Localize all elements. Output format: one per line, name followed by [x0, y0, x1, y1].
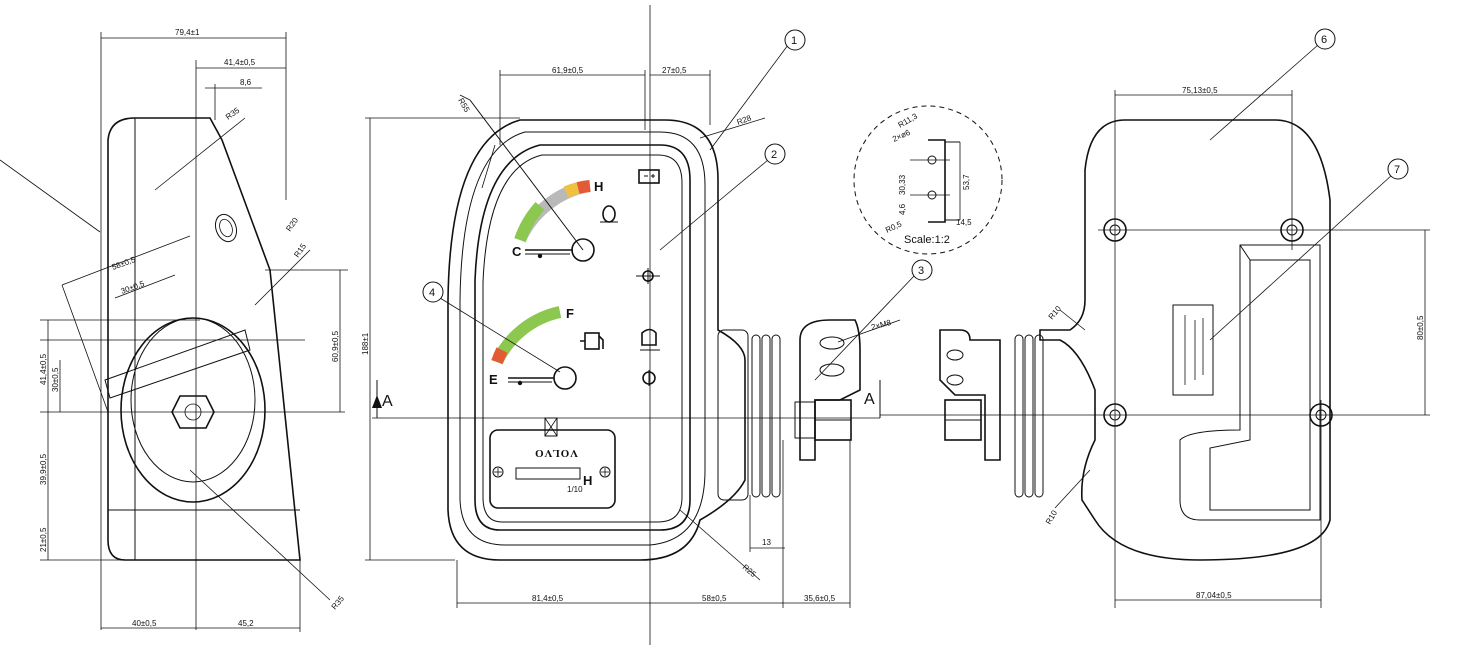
fuel-pump-icon	[580, 332, 604, 350]
callout-7: 7	[1394, 164, 1400, 176]
front-view: H C F E	[361, 5, 901, 645]
section-a-right: A	[864, 391, 875, 408]
dim-top-61: 61,9±0,5	[552, 66, 584, 75]
callout-6: 6	[1321, 34, 1327, 46]
fuel-empty-label: E	[489, 372, 498, 387]
detail-r11: R11,3	[897, 111, 920, 129]
dim-bottom-40: 40±0,5	[132, 619, 157, 628]
dim-bottom-58: 58±0,5	[702, 594, 727, 603]
radius-r10-bottom: R10	[1044, 508, 1059, 526]
coolant-icon	[600, 205, 618, 223]
hour-meter-h: H	[583, 473, 592, 488]
product-label	[1172, 304, 1214, 396]
hour-meter-fraction: 1/10	[567, 485, 583, 494]
dim-h39: 39,9±0,5	[39, 453, 48, 485]
fuel-full-label: F	[566, 306, 574, 321]
radius-r25: R25	[741, 563, 758, 580]
dim-h41: 41,4±0,5	[39, 353, 48, 385]
detail-53: 53,7	[962, 174, 971, 190]
dim-bottom-87: 87,04±0,5	[1196, 591, 1232, 600]
radius-r15: R15	[292, 242, 308, 260]
dim-offset: 8,6	[240, 78, 252, 87]
radius-r55: R55	[456, 97, 471, 115]
detail-14: 14,5	[956, 218, 972, 227]
dim-top-27: 27±0,5	[662, 66, 687, 75]
mounting-holes	[1103, 218, 1333, 427]
left-side-view: 79,4±1 41,4±0,5 8,6 R35 R20 R15 R35 58±0…	[0, 28, 348, 632]
battery-icon	[638, 169, 660, 184]
callout-2: 2	[771, 149, 777, 161]
callout-3: 3	[918, 265, 924, 277]
callout-1: 1	[791, 35, 797, 47]
hour-meter	[489, 429, 616, 509]
radius-r35-bottom: R35	[330, 594, 347, 611]
radius-r20: R20	[284, 216, 300, 234]
brand-logo: VOLVO	[534, 447, 578, 459]
dim-height-188: 188±1	[361, 332, 370, 355]
dim-diag-58: 58±0,5	[111, 255, 138, 272]
dim-13: 13	[762, 538, 771, 547]
oil-pressure-icon	[636, 268, 660, 284]
detail-4-6: 4,6	[898, 203, 907, 215]
charging-icon	[642, 370, 656, 386]
dim-width-total: 79,4±1	[175, 28, 200, 37]
detail-r0: R0,5	[884, 219, 904, 235]
dim-h30: 30±0,5	[51, 367, 60, 392]
callout-4: 4	[429, 287, 435, 299]
temp-hot-label: H	[594, 179, 603, 194]
callouts: 1 2 3 4 6 7	[422, 28, 1409, 381]
radius-r10-top: R10	[1047, 304, 1064, 321]
dim-h60: 60,9±0,5	[331, 330, 340, 362]
spring-coils	[751, 334, 781, 498]
dim-bottom-35: 35,6±0,5	[804, 594, 836, 603]
temp-cold-label: C	[512, 244, 522, 259]
section-a-left: A	[382, 393, 393, 410]
radius-r28: R28	[736, 113, 753, 127]
dim-top-75: 75,13±0,5	[1182, 86, 1218, 95]
radius-r35-top: R35	[224, 106, 242, 122]
dim-side-80: 80±0,5	[1416, 315, 1425, 340]
bolt-spec: 2×M8	[870, 318, 892, 332]
detail-scale: Scale:1:2	[904, 234, 950, 246]
dim-bottom-45: 45,2	[238, 619, 254, 628]
dim-h21: 21±0,5	[39, 527, 48, 552]
detail-holes: 2×ø6	[891, 128, 912, 144]
dim-diag-30: 30±0,5	[120, 279, 147, 296]
detail-30: 30,33	[898, 174, 907, 195]
rear-view: 75,13±0,5 80±0,5 87,04±0,5 R10 R10	[880, 86, 1430, 608]
detail-view: R11,3 2×ø6 30,33 53,7 4,6 R0,5 14,5 Scal…	[853, 105, 1003, 255]
dim-width-right: 41,4±0,5	[224, 58, 256, 67]
dim-bottom-81: 81,4±0,5	[532, 594, 564, 603]
